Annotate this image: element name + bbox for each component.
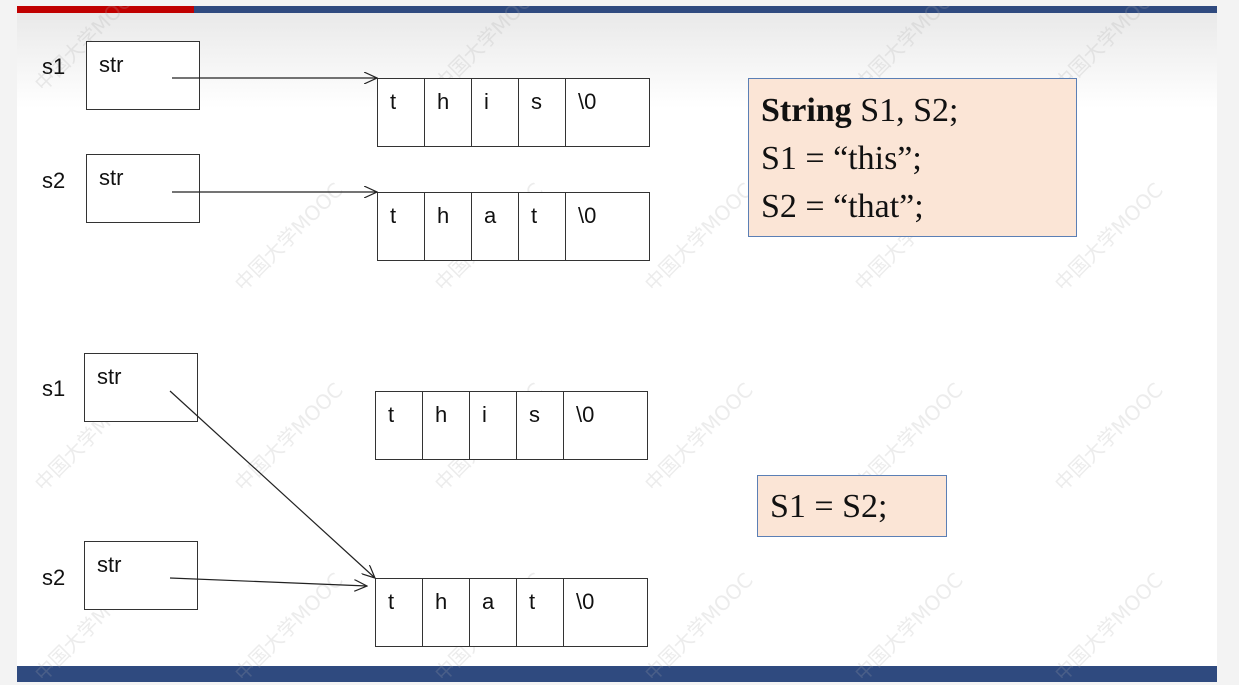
char-cell: \0 xyxy=(578,89,597,114)
char-cell: \0 xyxy=(576,402,595,427)
field-label: str xyxy=(97,552,122,577)
arrow-s2-to-that-bottom xyxy=(169,577,367,586)
var-label-s1-top: s1 xyxy=(42,54,66,79)
pointer-box-s2-bottom: str xyxy=(84,541,198,610)
char-cell: t xyxy=(378,79,425,146)
code-line: S1 = S2; xyxy=(770,488,888,525)
header-accent-blue xyxy=(194,6,1217,13)
char-array-this-top: t h i s \0 xyxy=(377,78,650,147)
field-label: str xyxy=(99,52,124,77)
slide: 中国大学MOOC 中国大学MOOC 中国大学MOOC 中国大学MOOC 中国大学… xyxy=(17,6,1217,682)
pointer-box-s1-top: str xyxy=(86,41,200,110)
code-box-declaration: String S1, S2; S1 = “this”; S2 = “that”; xyxy=(748,78,1077,237)
var-label-s1-bottom: s1 xyxy=(42,376,66,401)
char-cell: t xyxy=(376,392,423,459)
char-cell: s xyxy=(519,79,566,146)
char-cell: h xyxy=(423,579,470,646)
pointer-box-s1-bottom: str xyxy=(84,353,198,422)
char-cell: a xyxy=(472,193,519,260)
char-cell: t xyxy=(376,579,423,646)
field-label: str xyxy=(99,165,124,190)
char-cell: h xyxy=(425,193,472,260)
char-cell: h xyxy=(425,79,472,146)
header-accent-red xyxy=(17,6,194,13)
char-cell: t xyxy=(519,193,566,260)
char-array-that-top: t h a t \0 xyxy=(377,192,650,261)
var-label-s2-top: s2 xyxy=(42,168,66,193)
code-box-assignment: S1 = S2; xyxy=(757,475,947,537)
code-line: String S1, S2; xyxy=(761,87,1076,135)
type-keyword: String xyxy=(761,92,852,129)
char-cell: s xyxy=(517,392,564,459)
var-label-s2-bottom: s2 xyxy=(42,565,66,590)
char-array-that-bottom: t h a t \0 xyxy=(375,578,648,647)
char-cell: t xyxy=(517,579,564,646)
field-label: str xyxy=(97,364,122,389)
char-cell: i xyxy=(470,392,517,459)
pointer-box-s2-top: str xyxy=(86,154,200,223)
char-cell: h xyxy=(423,392,470,459)
char-array-this-bottom: t h i s \0 xyxy=(375,391,648,460)
decl-rest: S1, S2; xyxy=(851,92,959,129)
char-cell: t xyxy=(378,193,425,260)
char-cell: a xyxy=(470,579,517,646)
char-cell: \0 xyxy=(578,203,597,228)
char-cell: i xyxy=(472,79,519,146)
code-line: S2 = “that”; xyxy=(761,188,924,225)
char-cell: \0 xyxy=(576,589,595,614)
pointer-arrows xyxy=(169,6,1217,682)
arrow-s1-to-that xyxy=(169,390,375,578)
code-line: S1 = “this”; xyxy=(761,140,922,177)
footer-bar xyxy=(17,666,1217,682)
